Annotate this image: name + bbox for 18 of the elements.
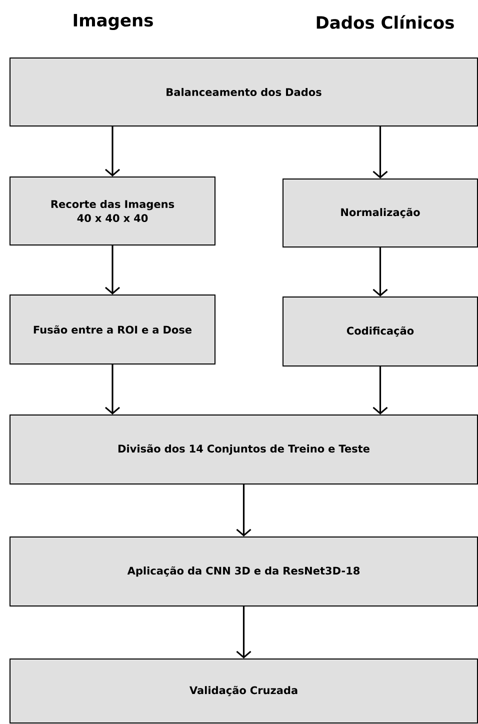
- arrow: [104, 126, 120, 176]
- column-heading: Imagens: [74, 14, 153, 30]
- process-box: Codificação: [282, 296, 478, 366]
- arrow: [372, 126, 388, 178]
- arrow: [236, 484, 252, 536]
- process-box: Aplicação da CNN 3D e da ResNet3D-18: [10, 536, 478, 606]
- process-box: Balanceamento dos Dados: [10, 58, 478, 126]
- arrow: [104, 246, 120, 294]
- column-heading: Dados Clínicos: [316, 15, 454, 29]
- arrow: [372, 248, 388, 296]
- process-box: Validação Cruzada: [10, 658, 478, 724]
- process-box: Fusão entre a ROI e a Dose: [10, 294, 216, 364]
- process-box: Recorte das Imagens 40 x 40 x 40: [10, 176, 216, 246]
- arrow: [372, 366, 388, 414]
- arrow: [236, 606, 252, 658]
- process-box: Divisão dos 14 Conjuntos de Treino e Teste: [10, 414, 478, 484]
- arrow: [104, 364, 120, 414]
- process-box: Normalização: [282, 178, 478, 248]
